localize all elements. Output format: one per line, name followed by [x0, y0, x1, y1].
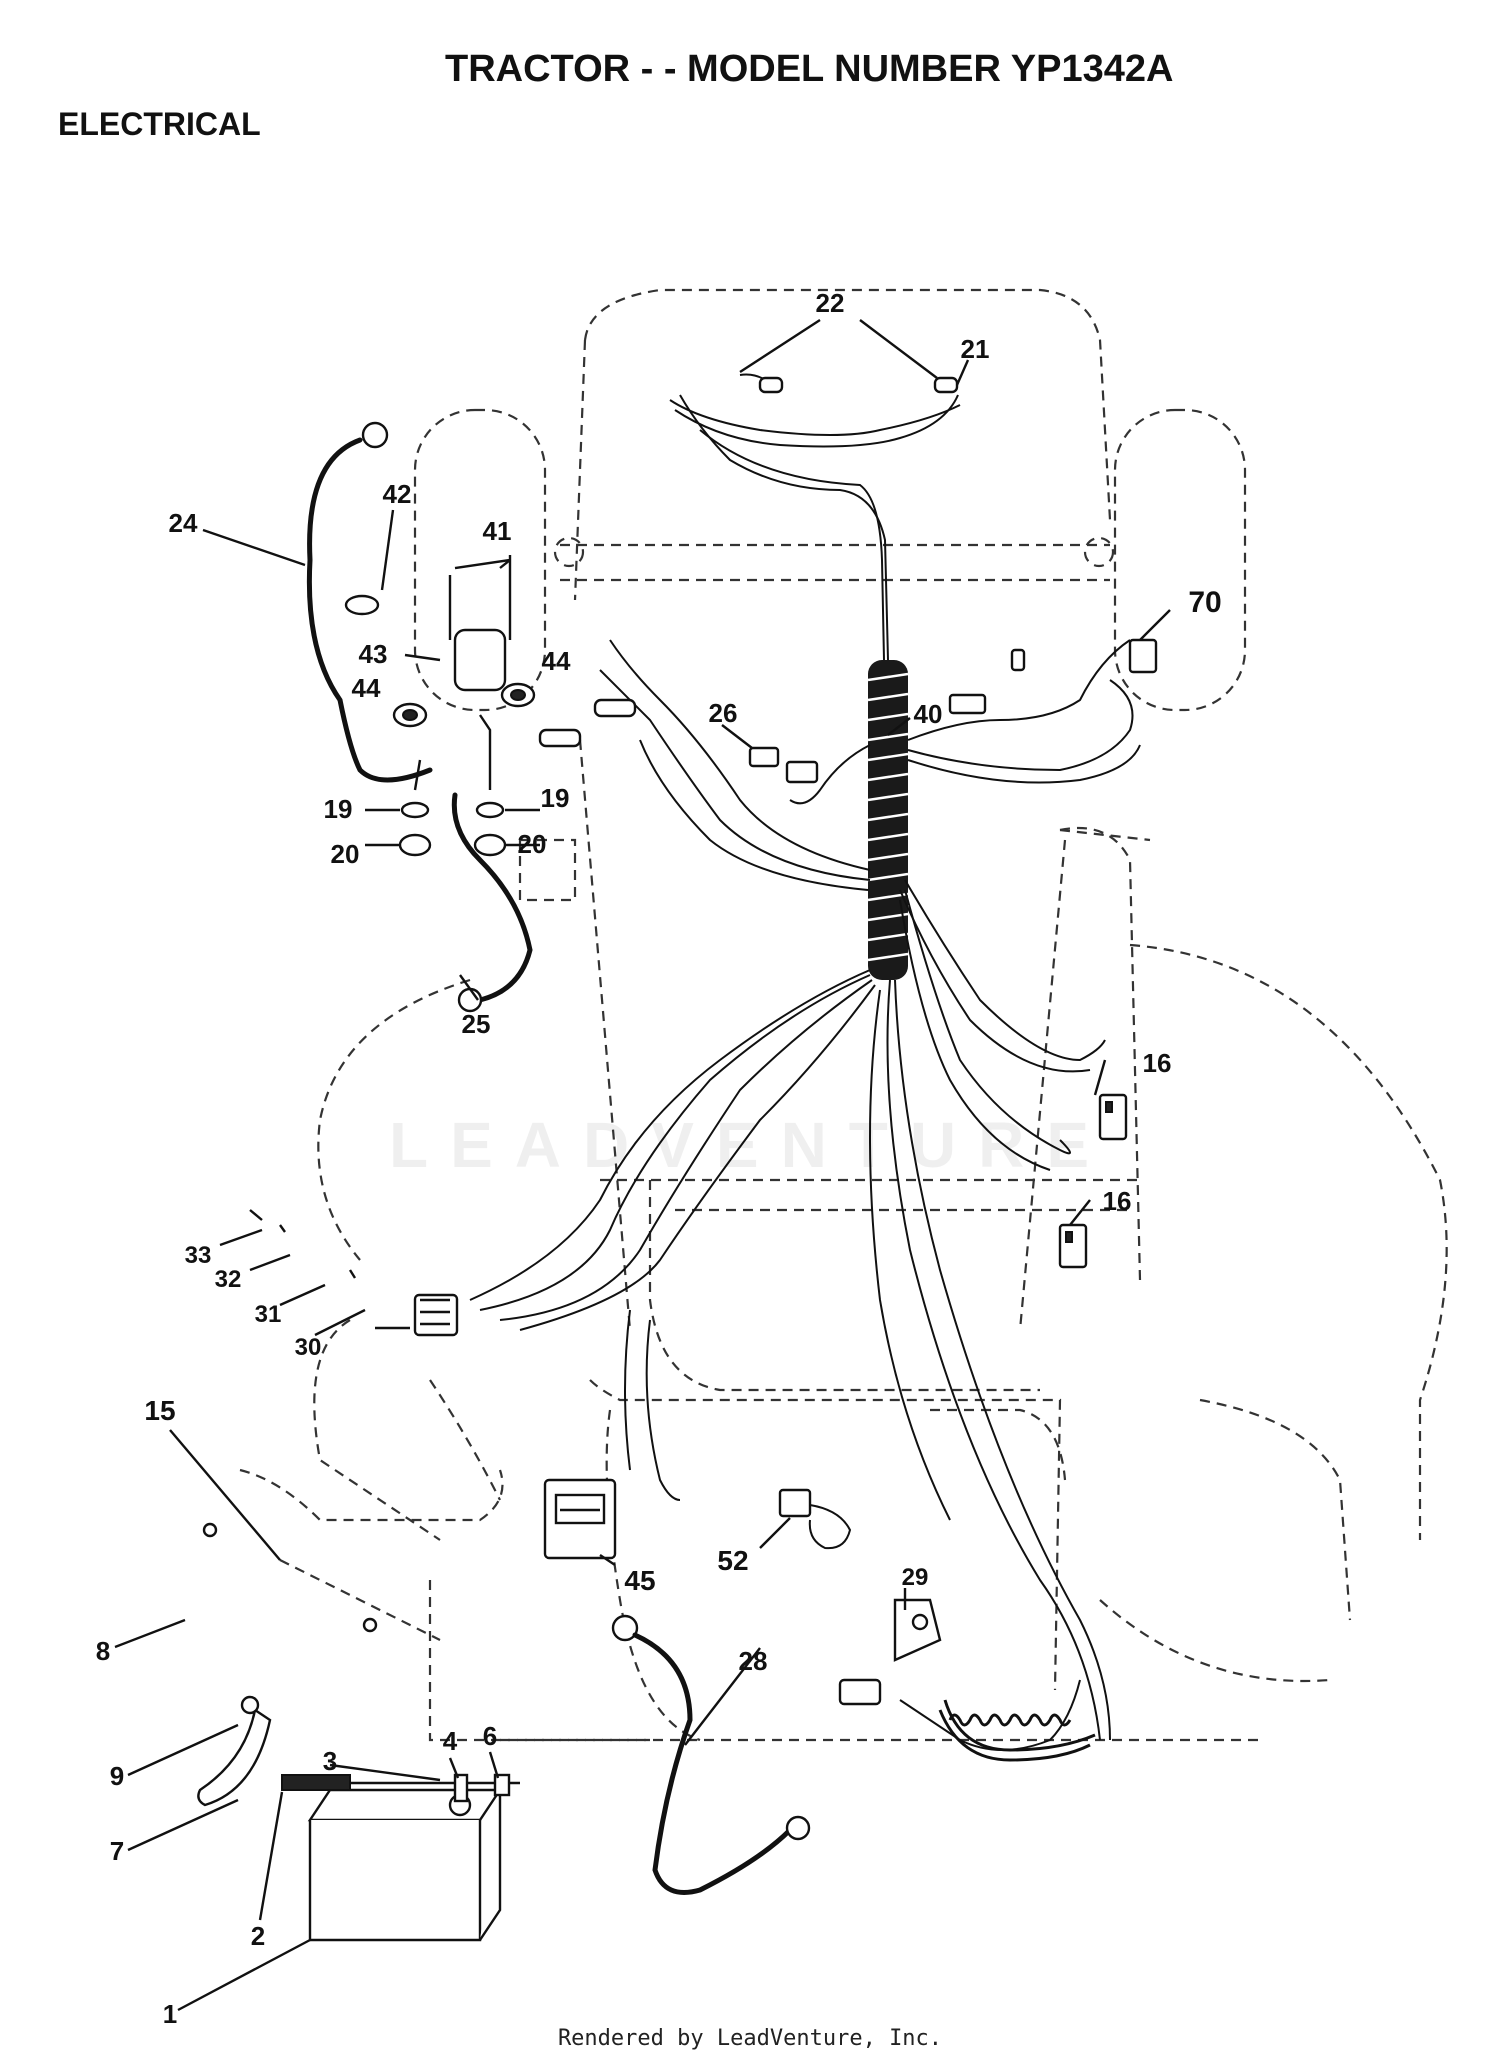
part-label: 33: [185, 1242, 212, 1269]
part-label: 21: [961, 334, 990, 364]
part-label: 26: [709, 698, 738, 728]
harness-loom: [867, 660, 909, 980]
part-label: 44: [352, 673, 381, 703]
part-label: 7: [110, 1836, 124, 1866]
part-label: 42: [383, 479, 412, 509]
component-26: [748, 746, 819, 784]
component-21-22: [739, 373, 959, 394]
wiring-harness: [469, 394, 1141, 1762]
component-30: [249, 1209, 459, 1337]
part-label: 16: [1143, 1048, 1172, 1078]
component-29: [838, 1598, 942, 1706]
part-label: 6: [483, 1721, 497, 1751]
part-label: 45: [624, 1565, 655, 1596]
component-70: [948, 638, 1158, 715]
part-label: 30: [295, 1334, 322, 1361]
component-16b: [1058, 1223, 1088, 1269]
part-label: 41: [483, 516, 512, 546]
leader-lines: [114, 318, 1171, 2012]
part-label: 8: [96, 1636, 110, 1666]
part-label: 43: [359, 639, 388, 669]
component-45: [543, 1478, 617, 1560]
part-label: 24: [169, 508, 198, 538]
part-label: 20: [518, 829, 547, 859]
part-label: 9: [110, 1761, 124, 1791]
part-label: 4: [443, 1726, 458, 1756]
part-labels: 22 21 24 42 41 43 44 44 70 26 40 19 19 2…: [96, 288, 1222, 2029]
component-28: [611, 1614, 811, 1895]
page-title: TRACTOR - - MODEL NUMBER YP1342A: [445, 48, 1174, 90]
part-label: 31: [255, 1301, 282, 1328]
cables-24-25: [306, 421, 533, 1013]
part-label: 70: [1188, 586, 1221, 619]
component-52: [778, 1488, 852, 1550]
solenoid-group: [344, 555, 637, 857]
part-label: 15: [144, 1395, 175, 1426]
part-label: 25: [462, 1009, 491, 1039]
part-label: 3: [323, 1746, 337, 1776]
battery-group: [197, 1468, 520, 1942]
part-label: 28: [739, 1646, 768, 1676]
section-title: ELECTRICAL: [58, 106, 261, 142]
part-label: 2: [251, 1921, 265, 1951]
component-16a: [1098, 1093, 1128, 1141]
part-label: 19: [541, 783, 570, 813]
part-label: 1: [163, 1999, 177, 2029]
lower-coil: [938, 1699, 1096, 1762]
part-label: 44: [542, 646, 571, 676]
part-label: 19: [324, 794, 353, 824]
part-label: 52: [717, 1545, 748, 1576]
part-label: 29: [902, 1564, 929, 1591]
part-label: 22: [816, 288, 845, 318]
part-label: 16: [1103, 1186, 1132, 1216]
part-label: 20: [331, 839, 360, 869]
part-label: 40: [914, 699, 943, 729]
footer-credit: Rendered by LeadVenture, Inc.: [557, 2026, 943, 2051]
watermark: LEADVENTURE: [388, 1109, 1112, 1181]
part-label: 32: [215, 1266, 242, 1293]
